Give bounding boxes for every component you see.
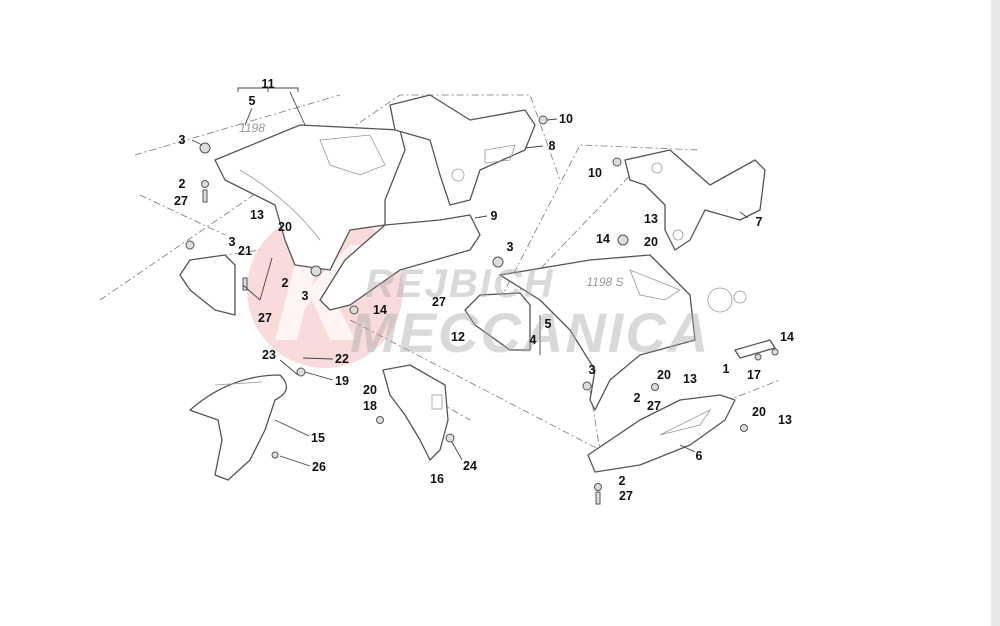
part-number-label: 15	[311, 431, 325, 445]
part-side-panel	[624, 149, 766, 251]
part-number-label: 6	[695, 449, 703, 463]
part-number-label: 7	[755, 215, 763, 229]
part-number-label: 20	[278, 220, 292, 234]
part-number-label: 2	[178, 177, 186, 191]
part-number-label: 2	[618, 474, 626, 488]
part-number-label: 27	[432, 295, 446, 309]
part-number-label: 14	[780, 330, 794, 344]
part-engine-bracket	[707, 287, 776, 359]
part-number-label: 22	[335, 352, 349, 366]
part-number-label: 13	[644, 212, 658, 226]
part-number-label: 5	[544, 317, 552, 331]
part-number-label: 5	[248, 94, 256, 108]
part-number-label: 27	[619, 489, 633, 503]
part-number-label: 27	[258, 311, 272, 325]
part-number-label: 3	[506, 240, 514, 254]
part-number-label: 20	[644, 235, 658, 249]
part-number-label: 20	[752, 405, 766, 419]
part-number-label: 2	[281, 276, 289, 290]
part-number-label: 3	[301, 289, 309, 303]
part-number-label: 20	[657, 368, 671, 382]
part-number-label: 3	[228, 235, 236, 249]
part-number-label: 13	[250, 208, 264, 222]
part-number-label: 11	[261, 77, 275, 91]
part-number-label: 3	[178, 133, 186, 147]
part-number-label: 20	[363, 383, 377, 397]
part-number-label: 21	[238, 244, 252, 258]
scrollbar[interactable]	[991, 0, 1000, 626]
part-inner-panel	[319, 214, 481, 311]
part-number-label: 8	[548, 139, 556, 153]
part-number-label: 14	[373, 303, 387, 317]
leader-lines	[191, 87, 749, 467]
part-number-label: 23	[262, 348, 276, 362]
part-number-label: 14	[596, 232, 610, 246]
part-number-label: 10	[588, 166, 602, 180]
part-number-label: 13	[683, 372, 697, 386]
part-number-label: 17	[747, 368, 761, 382]
part-number-label: 24	[463, 459, 477, 473]
part-number-label: 9	[490, 209, 498, 223]
watermark-text-meccanica: MECCANICA	[350, 301, 711, 364]
part-air-duct	[382, 364, 449, 461]
decal-1198: 1198	[239, 121, 265, 135]
part-number-label: 26	[312, 460, 326, 474]
decal-1198s: 1198 S	[586, 275, 624, 289]
part-number-label: 18	[363, 399, 377, 413]
part-number-label: 27	[647, 399, 661, 413]
part-bracket	[389, 94, 536, 206]
part-side-fairing	[499, 254, 696, 411]
part-number-label: 13	[778, 413, 792, 427]
part-number-label: 4	[529, 333, 537, 347]
part-number-label: 10	[559, 112, 573, 126]
part-number-label: 3	[588, 363, 596, 377]
part-number-label: 27	[174, 194, 188, 208]
part-number-label: 19	[335, 374, 349, 388]
part-small-panel	[179, 254, 236, 316]
part-mount-bracket	[464, 292, 531, 351]
part-number-label: 2	[633, 391, 641, 405]
part-number-label: 1	[722, 362, 730, 376]
part-front-mudguard	[189, 374, 287, 481]
part-number-label: 16	[430, 472, 444, 486]
part-lower-fairing	[587, 394, 736, 473]
part-number-label: 12	[451, 330, 465, 344]
watermark-text-rejbich: REJBICH	[365, 262, 555, 306]
